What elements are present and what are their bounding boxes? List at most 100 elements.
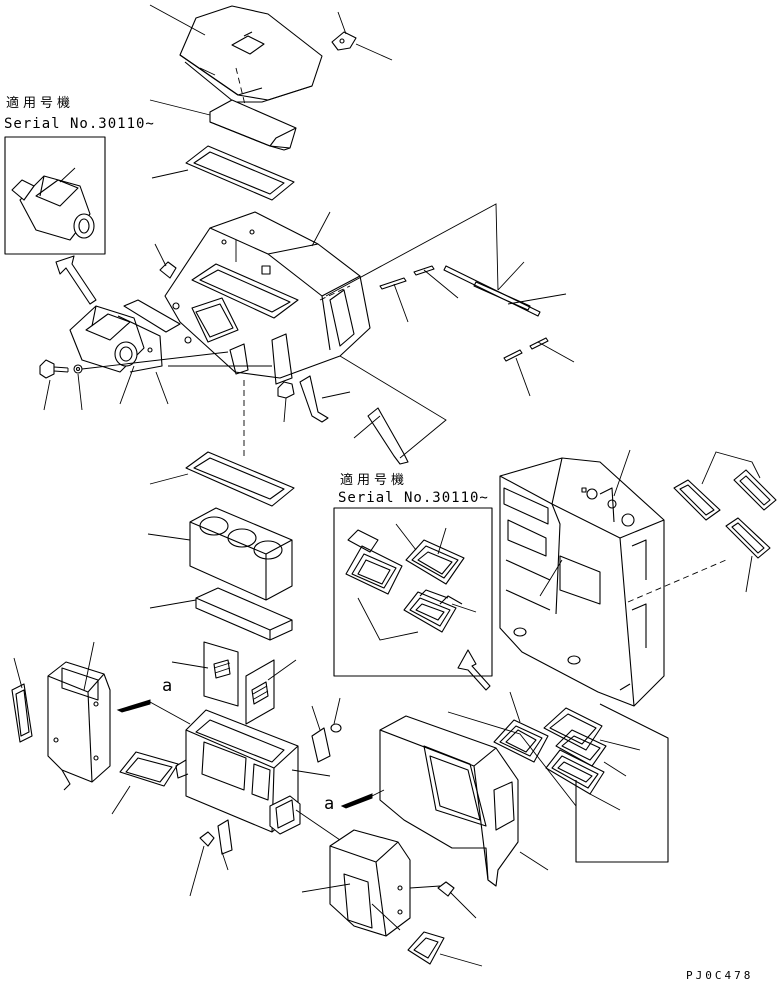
leader-line [119, 365, 135, 405]
leader-line [519, 851, 549, 871]
leader-line [13, 657, 23, 689]
leader-line [337, 11, 347, 35]
inset-duct-part [11, 175, 95, 241]
leader-line [151, 169, 189, 179]
leader-line [267, 659, 297, 681]
filter-pad [195, 587, 293, 641]
filter-element-top [209, 99, 297, 151]
leader-line [154, 243, 167, 267]
mesh-screen-left [203, 641, 239, 707]
view-arrow-right [340, 789, 385, 809]
leader-line [451, 603, 477, 613]
leader-line [497, 261, 525, 291]
fastener-part [199, 819, 233, 855]
washer-part [73, 364, 83, 374]
leader-line [393, 283, 409, 323]
lower-housing-part [175, 709, 299, 833]
leader-line [539, 559, 563, 597]
leader-line [149, 99, 211, 116]
leader-line [189, 845, 205, 897]
inset-box-1 [4, 136, 106, 255]
leader-line [745, 555, 753, 593]
leader-line [83, 641, 95, 691]
small-bracket-part [331, 31, 357, 51]
leader-line [357, 597, 419, 641]
mesh-screen-right [245, 659, 275, 725]
leader-line [283, 397, 287, 423]
leader-line [439, 953, 483, 967]
center-line [319, 285, 351, 301]
bolt-part [39, 359, 69, 379]
clip-part-lower [311, 723, 342, 763]
right-gasket-top [673, 469, 777, 521]
air-filter-block [189, 507, 293, 601]
leader-line [447, 711, 577, 807]
serial-number-label-1: Serial No.30110~ [4, 116, 155, 132]
leader-line [149, 599, 197, 609]
inset-box-2 [333, 507, 493, 677]
bolt-lower-right [437, 881, 477, 919]
drawing-code: PJ0C478 [686, 969, 754, 982]
bottom-gasket-ring [407, 931, 445, 965]
direction-arrow-up-2 [457, 649, 491, 691]
top-cover-part [179, 5, 323, 103]
leader-line [507, 293, 567, 305]
gasket-top [185, 145, 295, 201]
leader-line [111, 785, 131, 815]
bracket-stay-part [299, 375, 329, 423]
leader-line [371, 903, 401, 931]
leader-line [59, 167, 76, 183]
leader-line [301, 883, 351, 893]
right-console-panel [499, 457, 665, 707]
leader-line [613, 449, 631, 497]
view-arrow-left [116, 699, 191, 725]
leader-line [355, 43, 393, 61]
leader-line [701, 451, 761, 485]
right-gasket-bottom [725, 517, 771, 559]
center-line [627, 559, 727, 603]
leader-line [81, 351, 229, 370]
leader-line [77, 373, 83, 411]
leader-line [321, 391, 351, 399]
small-duct-square [269, 795, 301, 835]
bracket-line [575, 703, 669, 863]
left-gasket-ring [119, 751, 179, 787]
leader-line [333, 697, 341, 725]
leader-line [603, 761, 627, 777]
leader-line [515, 357, 531, 397]
view-a-label-right: a [324, 794, 335, 814]
leader-line [325, 203, 499, 297]
connector-duct [329, 829, 411, 937]
gasket-middle [185, 451, 295, 507]
leader-line [149, 473, 189, 485]
leader-line [589, 793, 621, 811]
applicable-model-label-2: 適用号機 [340, 473, 409, 488]
leader-line [599, 739, 641, 751]
leader-line [311, 705, 321, 731]
leader-line [409, 885, 441, 889]
inset-gaskets [345, 529, 465, 633]
leader-line [155, 371, 169, 405]
leader-line [295, 809, 341, 841]
leader-line [291, 769, 331, 777]
leader-line [221, 851, 229, 871]
left-gasket-small [11, 683, 33, 743]
leader-line [147, 533, 191, 541]
lower-duct-cover [379, 715, 519, 887]
leader-line [171, 661, 209, 669]
applicable-model-label-1: 適用号機 [6, 96, 75, 111]
leader-line [311, 211, 331, 247]
leader-line [149, 4, 206, 36]
leader-line [339, 355, 447, 459]
leader-line [537, 341, 575, 363]
clip-part [159, 261, 177, 279]
bracket-stay-part-2 [367, 407, 409, 465]
leader-line [353, 415, 381, 439]
left-side-panel [47, 661, 111, 791]
leader-line [395, 523, 417, 551]
leader-line [423, 269, 459, 299]
view-a-label-left: a [162, 676, 173, 696]
nut-part [277, 381, 295, 399]
